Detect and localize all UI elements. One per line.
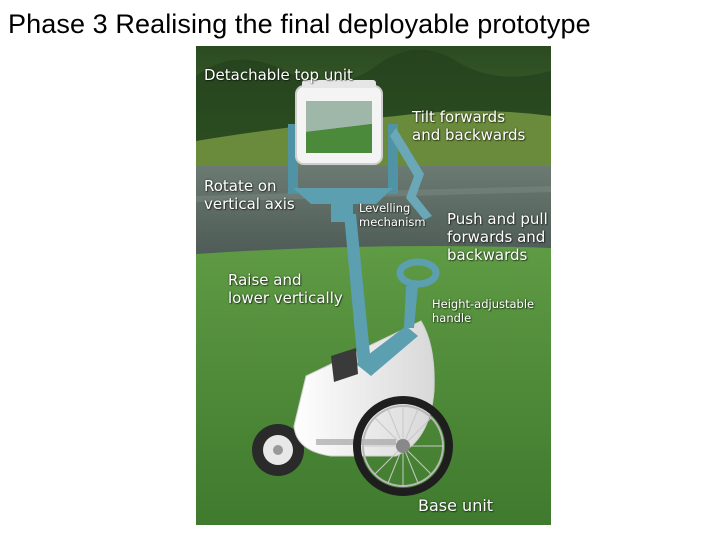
pond: [196, 166, 551, 256]
base-shell: [293, 320, 435, 457]
yoke-right: [388, 124, 398, 194]
yoke-left: [288, 124, 298, 194]
side-plate: [331, 348, 358, 382]
label-rotate: Rotate on vertical axis: [204, 177, 295, 213]
mast: [344, 214, 371, 366]
label-levelling: Levelling mechanism: [359, 201, 426, 229]
levelling-block: [331, 198, 353, 222]
label-raise-lower: Raise and lower vertically: [228, 271, 343, 307]
label-push-pull: Push and pull forwards and backwards: [447, 210, 548, 264]
slide-title: Phase 3 Realising the final deployable p…: [8, 9, 591, 39]
label-base-unit: Base unit: [418, 496, 494, 515]
tilt-crank: [390, 128, 432, 220]
front-wheel: [353, 396, 453, 496]
prototype-illustration: [196, 46, 551, 525]
handle: [396, 258, 440, 288]
label-detachable-top-unit: Detachable top unit: [204, 66, 353, 84]
prototype-photo: Detachable top unit Tilt forwards and ba…: [196, 46, 551, 525]
label-tilt: Tilt forwards and backwards: [412, 108, 526, 144]
handle-post: [404, 286, 418, 328]
label-height-handle: Height-adjustable handle: [432, 297, 535, 325]
handle-bracket: [356, 326, 418, 376]
